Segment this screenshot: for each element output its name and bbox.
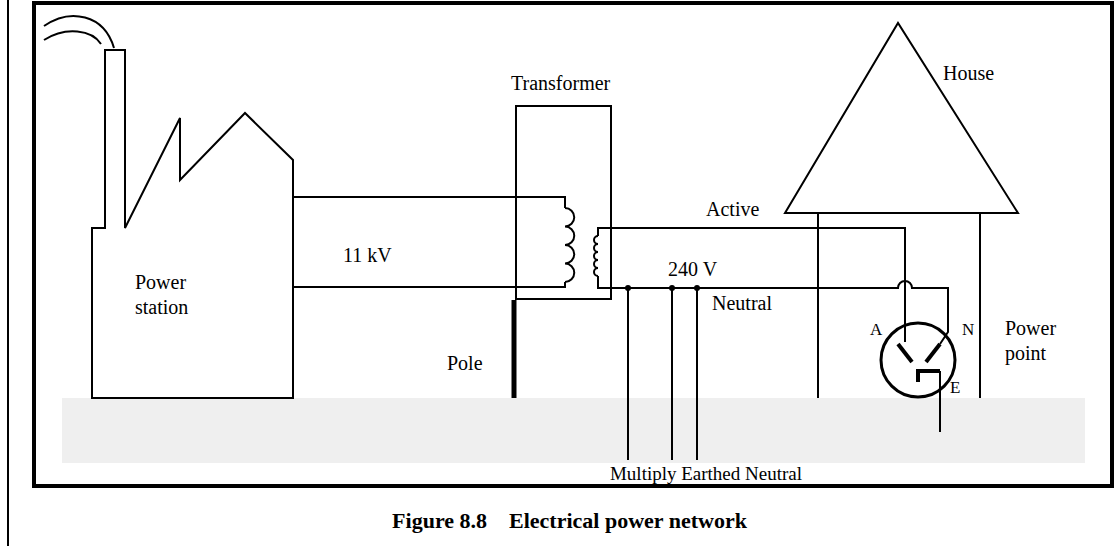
- power-point: Power point: [880, 322, 956, 398]
- primary-coil: [565, 208, 574, 282]
- active-lead: [904, 325, 906, 342]
- wire-label: Active: [706, 198, 759, 221]
- house-wall: [979, 213, 981, 398]
- neutral-wire: [598, 276, 948, 344]
- junction-dot: [669, 285, 675, 291]
- earth-line: [696, 288, 698, 460]
- secondary-lead: [598, 228, 612, 236]
- pole-label: Pole: [447, 352, 483, 375]
- hv-wire: [293, 282, 565, 287]
- pole: [512, 300, 517, 398]
- smoke-curve: [44, 16, 114, 48]
- house-roof: [785, 23, 1018, 213]
- neutral-pin: [926, 344, 940, 362]
- smoke-curve: [44, 31, 101, 44]
- power-station-outline: [92, 50, 293, 398]
- transformer-box: Transformer: [515, 105, 612, 300]
- node-label: Power point: [1005, 316, 1069, 366]
- junction-dot: [694, 285, 700, 291]
- socket-outline: [881, 323, 955, 397]
- active-pin: [898, 344, 912, 362]
- earth-label: Multiply Earthed Neutral: [610, 464, 802, 483]
- earth-line: [627, 288, 629, 460]
- voltage-label: 11 kV: [343, 244, 392, 267]
- power-station: Power station: [92, 50, 293, 398]
- power-point-outline: [880, 322, 956, 398]
- wires: [293, 197, 948, 460]
- pin-label: E: [950, 378, 960, 398]
- earth-wire: [939, 371, 941, 432]
- earth-line: [671, 288, 673, 460]
- node-label: Power station: [135, 270, 235, 320]
- pin-label: A: [870, 320, 882, 340]
- voltage-label: 240 V: [668, 258, 717, 281]
- node-label: Transformer: [511, 71, 604, 96]
- pin-label: N: [962, 320, 974, 340]
- hv-wire: [515, 197, 565, 208]
- figure-caption: Figure 8.8 Electrical power network: [12, 508, 1115, 534]
- margin-line: [7, 0, 9, 546]
- smoke: [44, 16, 114, 48]
- house-wall: [817, 213, 819, 398]
- node-label: House: [943, 61, 1115, 86]
- wire-connector: [293, 196, 515, 198]
- socket-pins: [898, 325, 940, 382]
- house-outline: HousePower point: [785, 23, 1018, 398]
- station-outline: [92, 50, 293, 398]
- wire-connector: [612, 228, 905, 325]
- earth-pin: [918, 371, 940, 382]
- wire-label: Neutral: [712, 292, 772, 315]
- junction-dot: [625, 285, 631, 291]
- secondary-coil: [594, 236, 598, 276]
- ground-band: [62, 398, 1085, 463]
